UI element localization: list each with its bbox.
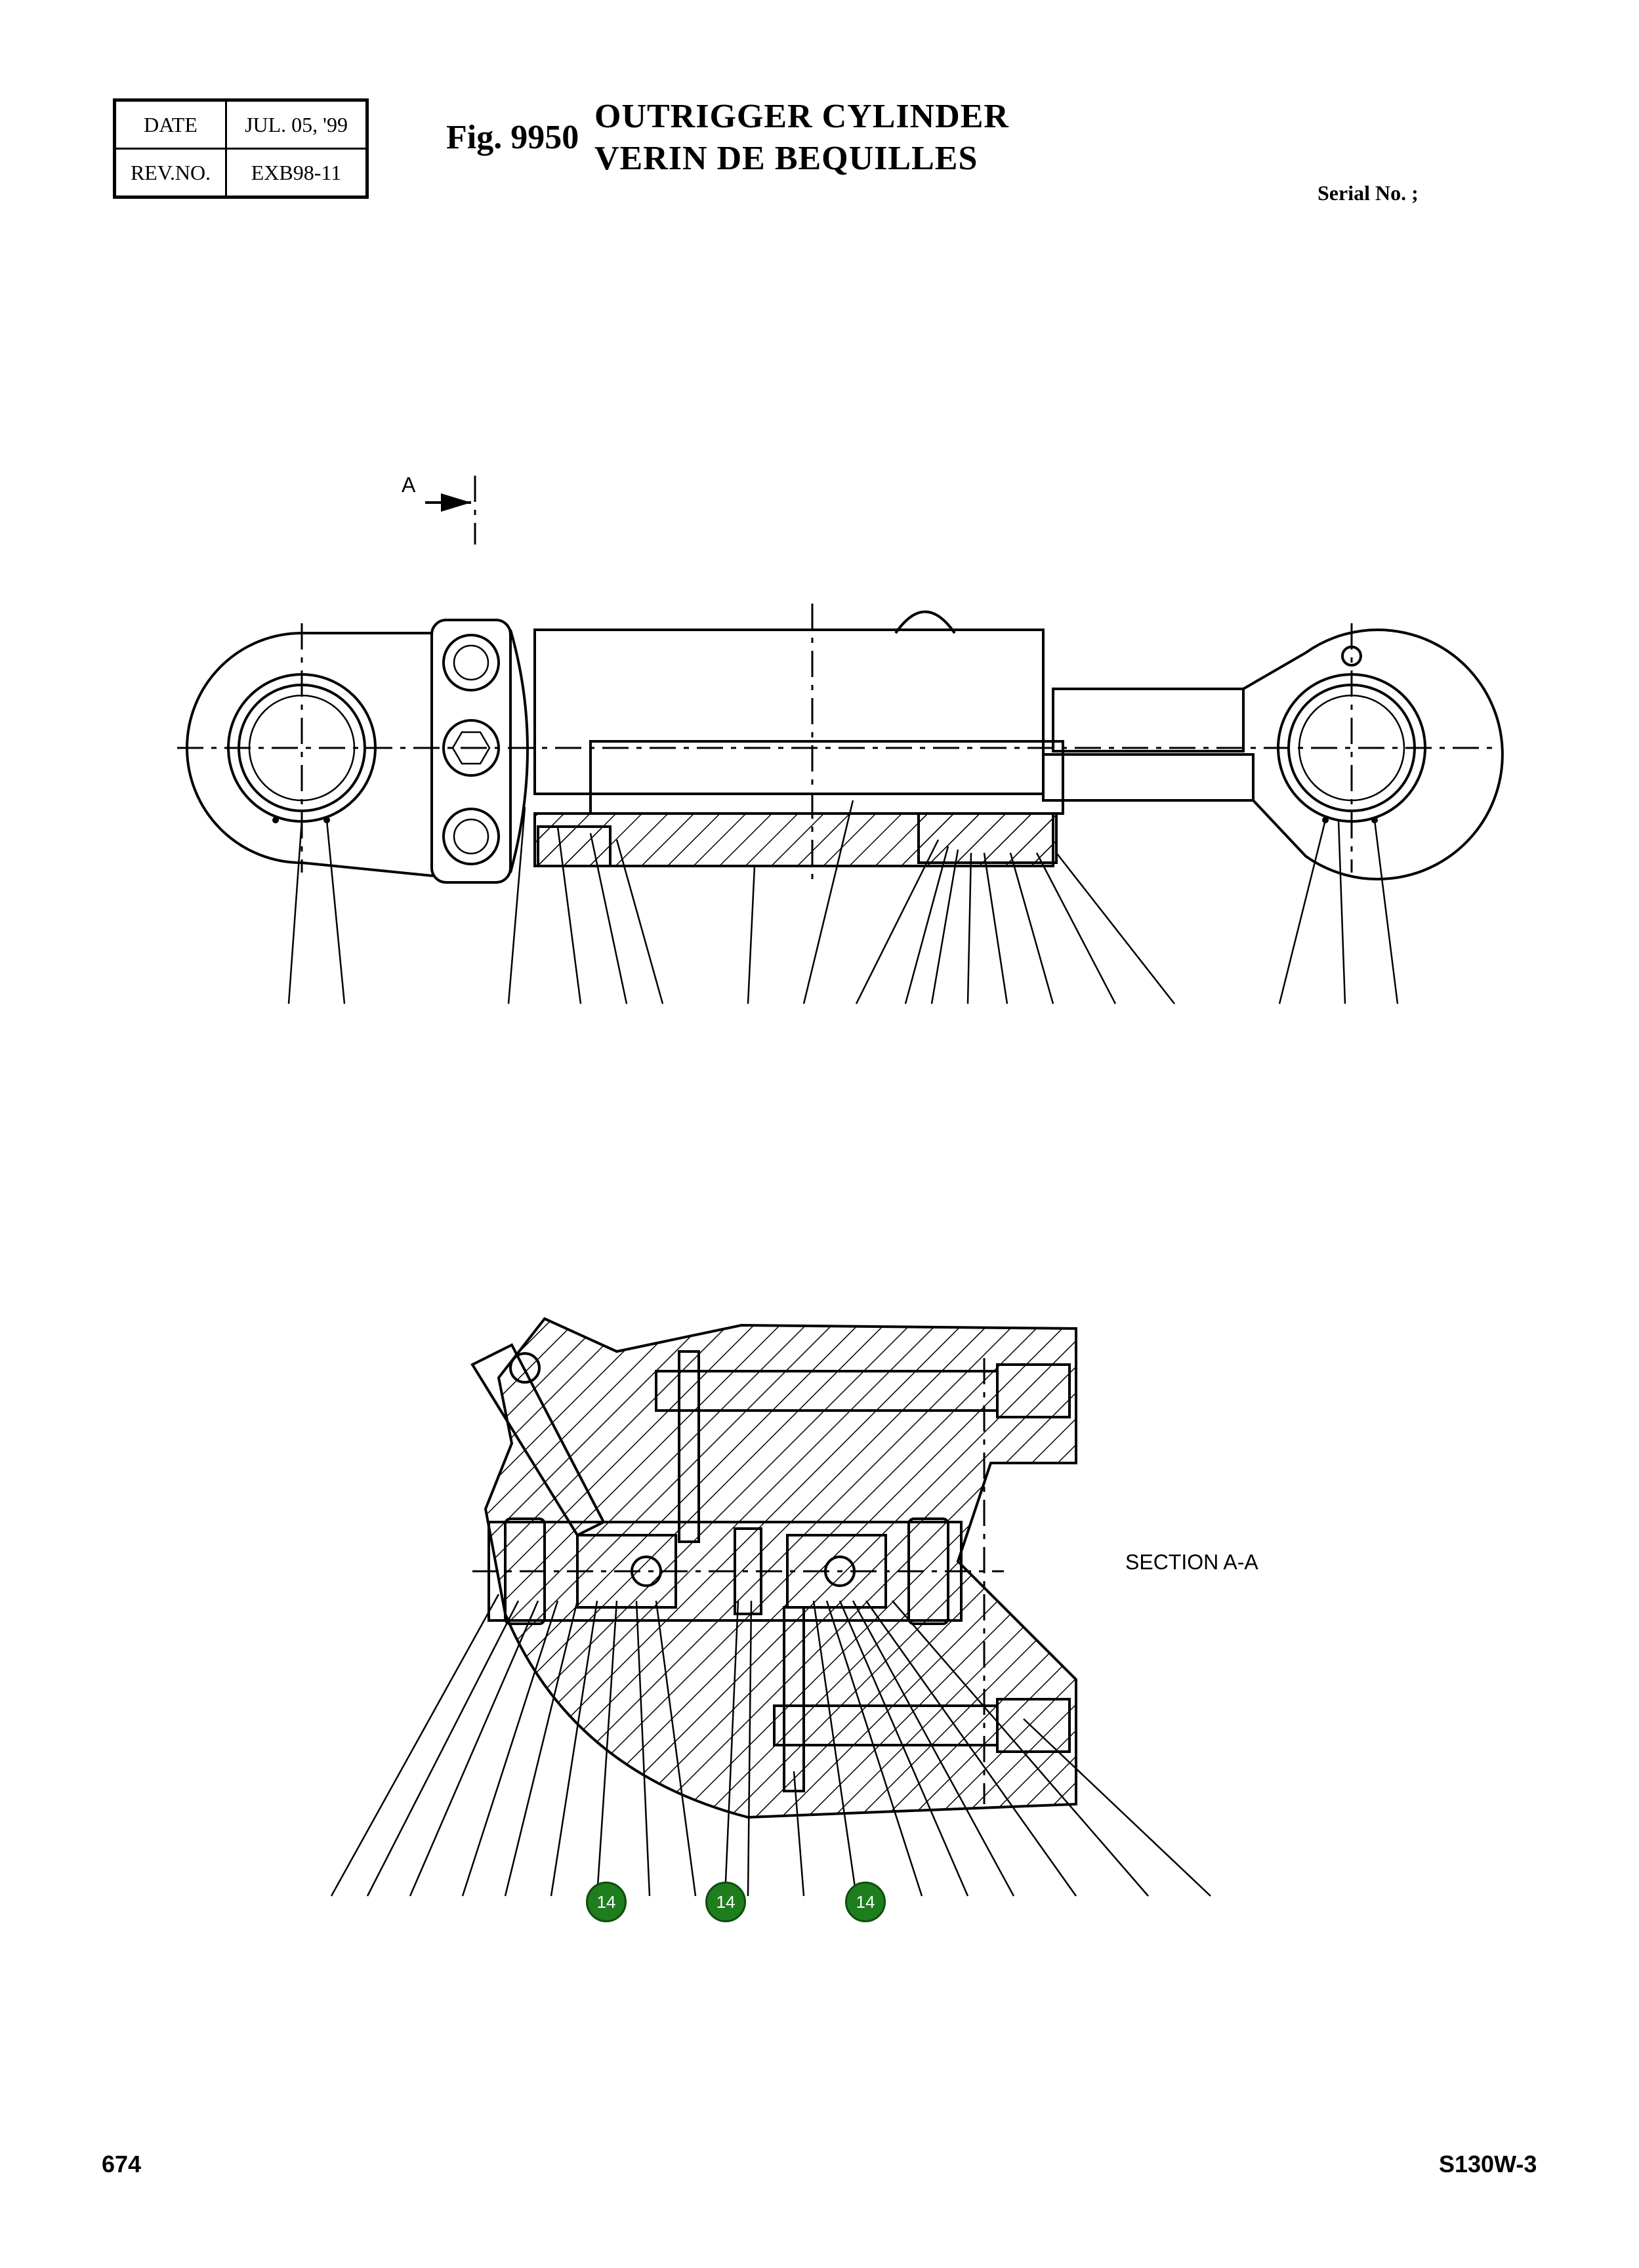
serial-label: Serial No. ;	[1317, 181, 1419, 205]
rev-label: REV.NO.	[114, 148, 227, 198]
callout-marker[interactable]: 14	[586, 1882, 627, 1922]
figure-number: Fig. 9950	[446, 119, 579, 156]
callout-marker[interactable]: 14	[845, 1882, 886, 1922]
date-value: JUL. 05, '99	[225, 99, 368, 150]
revision-table: DATE JUL. 05, '99 REV.NO. EXB98-11	[113, 98, 369, 199]
lower-leader-lines	[330, 1594, 1211, 1897]
model-code: S130W-3	[1439, 2151, 1537, 2177]
cylinder-assembly-view	[177, 604, 1504, 884]
title-french: VERIN DE BEQUILLES	[594, 140, 978, 177]
callout-marker[interactable]: 14	[705, 1882, 746, 1922]
page-number: 674	[102, 2151, 142, 2177]
title-english: OUTRIGGER CYLINDER	[594, 98, 1009, 135]
section-marker-label: A	[402, 473, 416, 497]
date-label: DATE	[114, 99, 227, 150]
section-a-a-view	[470, 1317, 1077, 1819]
section-marker: A	[402, 473, 476, 545]
rev-value: EXB98-11	[225, 148, 368, 198]
upper-leader-lines	[287, 800, 1399, 1004]
section-caption: SECTION A-A	[1125, 1550, 1258, 1574]
